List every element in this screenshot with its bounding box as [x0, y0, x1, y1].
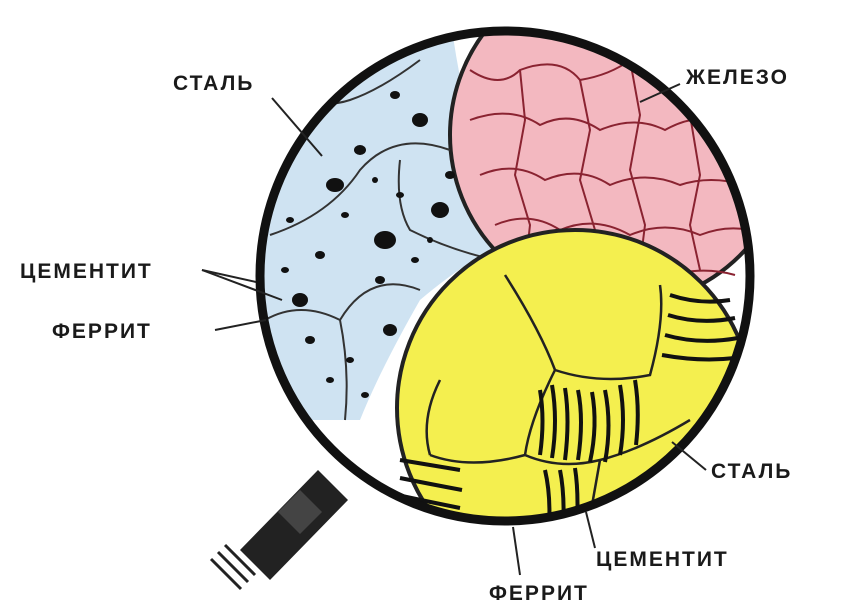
- label-iron: ЖЕЛЕЗО: [685, 66, 789, 89]
- label-steel-bottom: СТАЛЬ: [711, 460, 792, 483]
- label-cementite-bottom: ЦЕМЕНТИТ: [596, 548, 729, 571]
- pearlite-region: [397, 230, 753, 586]
- label-ferrite-left: ФЕРРИТ: [52, 320, 152, 343]
- label-cementite-left: ЦЕМЕНТИТ: [20, 260, 153, 283]
- label-steel-top: СТАЛЬ: [173, 72, 254, 95]
- magnifier-icon: [211, 470, 348, 589]
- label-ferrite-bottom: ФЕРРИТ: [489, 582, 589, 605]
